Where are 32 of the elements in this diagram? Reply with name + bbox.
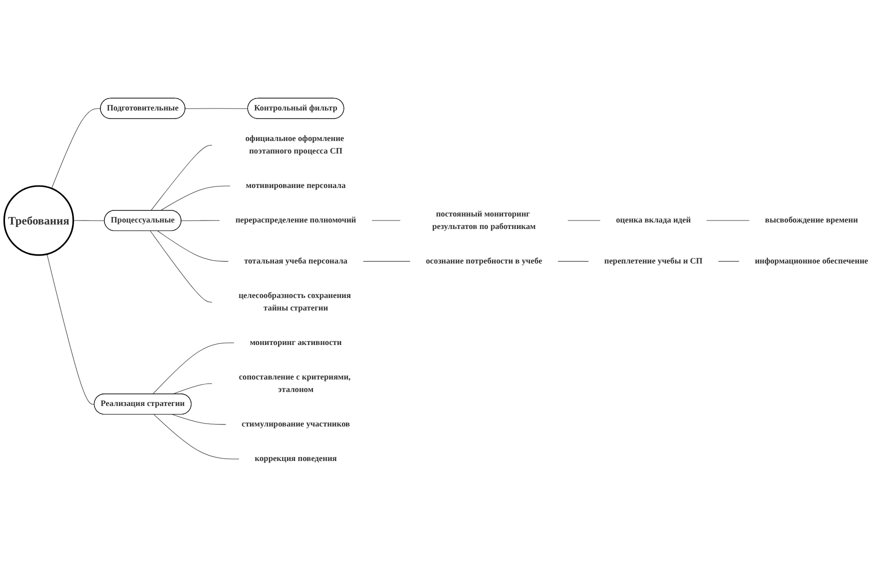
node-text: официальное оформление поэтапного процесса СП — [245, 134, 344, 156]
connector — [51, 108, 101, 189]
connector — [157, 230, 229, 262]
node-text: целесообразность сохранения тайны стратегии — [238, 290, 351, 312]
connector — [172, 414, 226, 425]
node-text: сопоставление с критериями, эталоном — [238, 372, 351, 394]
connector — [362, 260, 410, 262]
connector — [46, 254, 95, 404]
connector — [73, 220, 105, 221]
node-text: перераспределение полномочий — [235, 216, 356, 225]
connector — [558, 260, 589, 262]
connector — [154, 414, 240, 460]
connector — [172, 383, 212, 394]
node-text: информационное обеспечение — [754, 256, 868, 266]
connector — [718, 260, 740, 262]
node-text: стимулирование участников — [242, 420, 350, 428]
node-text: коррекция поведения — [254, 454, 337, 464]
connector — [150, 230, 212, 302]
node-text: переплетение учебы и СП — [604, 256, 703, 266]
node-text: оценка вклада идей — [616, 216, 691, 225]
connector — [150, 144, 212, 211]
node-text: мониторинг активности — [250, 338, 342, 347]
node-circle: Требования — [3, 185, 74, 256]
node-text: мотивирование персонала — [246, 181, 346, 190]
node-text: высвобождение времени — [765, 216, 858, 225]
connector — [160, 186, 230, 211]
connector — [185, 108, 248, 109]
connector — [152, 342, 234, 394]
connector — [181, 220, 220, 221]
node-text: тотальная учеба персонала — [244, 256, 348, 266]
node-text: постоянный мониторинг результатов по работникам — [432, 209, 536, 231]
node-text: осознание потребности в учебе — [426, 256, 542, 266]
